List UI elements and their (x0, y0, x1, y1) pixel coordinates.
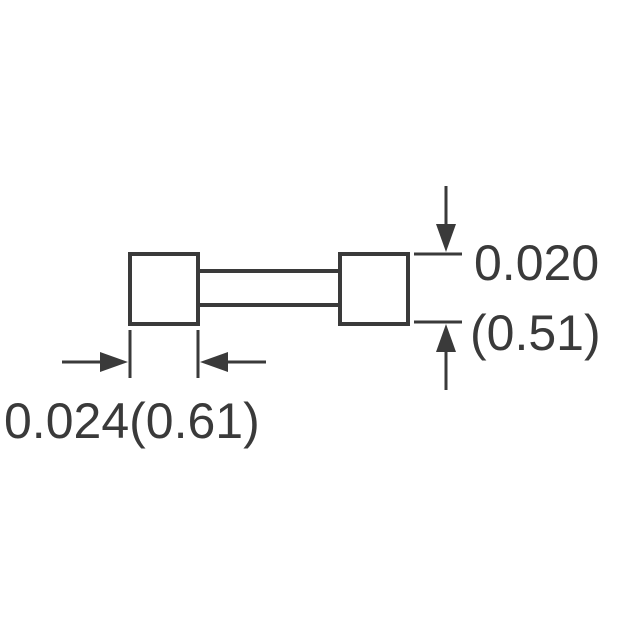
width-dimension-inch: 0.024 (4, 393, 129, 449)
width-arrowhead-left (100, 352, 128, 372)
width-dimension-mm: (0.61) (129, 393, 260, 449)
height-arrowhead-bottom (436, 324, 456, 352)
width-arrowhead-right (200, 352, 228, 372)
height-dimension-mm: (0.51) (470, 305, 601, 361)
component-body-connector (196, 269, 342, 307)
left-terminal-pad (128, 252, 200, 326)
height-arrowhead-top (436, 224, 456, 252)
height-dimension-inch: 0.020 (474, 235, 599, 291)
right-terminal-pad (338, 252, 410, 326)
width-dimension-label: 0.024(0.61) (4, 393, 260, 449)
